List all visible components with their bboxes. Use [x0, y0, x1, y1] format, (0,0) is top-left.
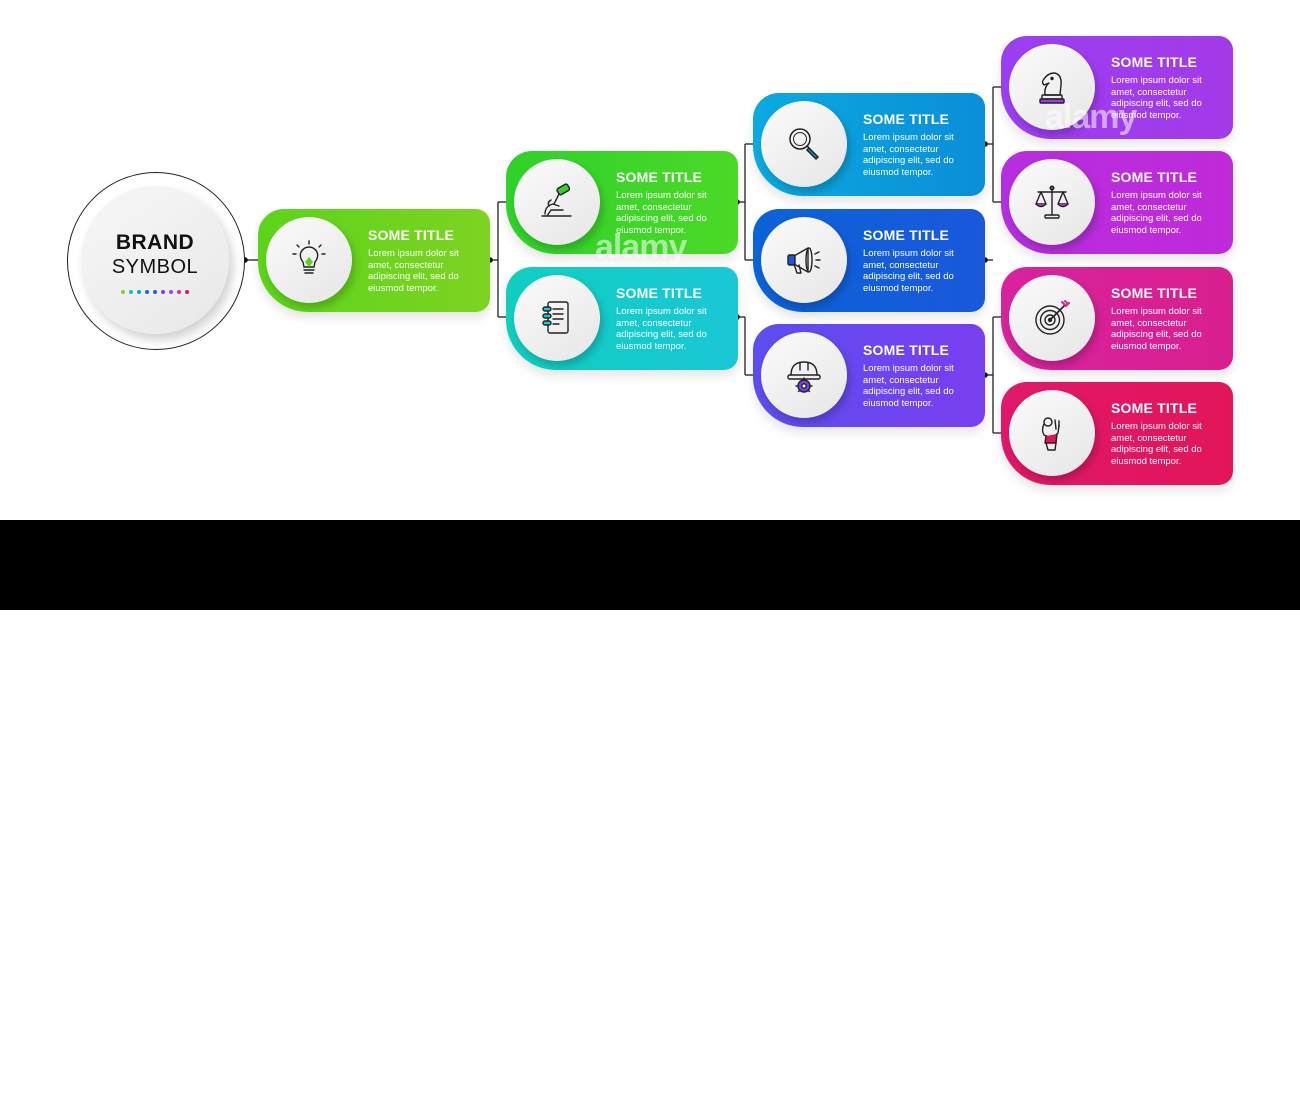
- node-text: Lorem ipsum dolor sit amet, consectetur …: [863, 363, 954, 409]
- scales-icon: [1035, 185, 1069, 219]
- icon-circle: [1009, 159, 1095, 245]
- infographic-canvas: BRAND SYMBOL SOME TITLE Lorem ipsum dolo…: [0, 0, 1300, 520]
- node-card-3: SOME TITLE Lorem ipsum dolor sit amet, c…: [506, 267, 738, 370]
- icon-circle: [266, 217, 352, 303]
- brand-dot: [137, 290, 141, 294]
- brand-dot: [121, 290, 125, 294]
- brand-dot: [161, 290, 165, 294]
- connector-lines: [242, 86, 1001, 434]
- footer-bar: alamy 2PF2RJ0 www.alamy.com: [0, 520, 1300, 1106]
- node-title: SOME TITLE: [616, 285, 702, 301]
- lightbulb-icon: [292, 240, 326, 274]
- node-text: Lorem ipsum dolor sit amet, consectetur …: [1111, 306, 1202, 352]
- node-title: SOME TITLE: [1111, 54, 1197, 70]
- node-text: Lorem ipsum dolor sit amet, consectetur …: [1111, 190, 1202, 236]
- icon-circle: [514, 275, 600, 361]
- node-text: Lorem ipsum dolor sit amet, consectetur …: [616, 306, 707, 352]
- brand-symbol: BRAND SYMBOL: [67, 172, 245, 350]
- brand-dot: [177, 290, 181, 294]
- microscope-icon: [541, 183, 572, 217]
- node-text: Lorem ipsum dolor sit amet, consectetur …: [863, 132, 954, 178]
- brand-dot: [169, 290, 173, 294]
- node-card-2: SOME TITLE Lorem ipsum dolor sit amet, c…: [506, 151, 738, 254]
- alamy-logo: alamy: [48, 1054, 172, 1106]
- site-url: www.alamy.com: [1125, 1086, 1248, 1103]
- brand-dot: [153, 290, 157, 294]
- notebook-icon: [542, 301, 569, 334]
- node-title: SOME TITLE: [863, 342, 949, 358]
- chess-knight-icon: [1039, 72, 1065, 104]
- watermark: alamy: [1045, 98, 1137, 136]
- node-text: Lorem ipsum dolor sit amet, consectetur …: [368, 248, 459, 294]
- icon-circle: [1009, 390, 1095, 476]
- node-title: SOME TITLE: [368, 227, 454, 243]
- node-title: SOME TITLE: [1111, 169, 1197, 185]
- node-text: Lorem ipsum dolor sit amet, consectetur …: [1111, 421, 1202, 467]
- watermark: alamy: [595, 228, 687, 266]
- node-card-5: SOME TITLE Lorem ipsum dolor sit amet, c…: [753, 209, 985, 312]
- node-card-8: SOME TITLE Lorem ipsum dolor sit amet, c…: [1001, 151, 1233, 254]
- node-text: Lorem ipsum dolor sit amet, consectetur …: [863, 248, 954, 294]
- magnifier-icon: [789, 128, 820, 161]
- node-card-6: SOME TITLE Lorem ipsum dolor sit amet, c…: [753, 324, 985, 427]
- node-title: SOME TITLE: [863, 111, 949, 127]
- brand-dot: [129, 290, 133, 294]
- brand-color-dots: [81, 290, 229, 294]
- icon-circle: [1009, 44, 1095, 130]
- brand-dot: [145, 290, 149, 294]
- icon-circle: [761, 101, 847, 187]
- node-card-7: SOME TITLE Lorem ipsum dolor sit amet, c…: [1001, 36, 1233, 139]
- node-title: SOME TITLE: [1111, 285, 1197, 301]
- node-card-4: SOME TITLE Lorem ipsum dolor sit amet, c…: [753, 93, 985, 196]
- ok-hand-icon: [1041, 417, 1060, 451]
- hardhat-gear-icon: [787, 361, 821, 393]
- node-card-10: SOME TITLE Lorem ipsum dolor sit amet, c…: [1001, 382, 1233, 485]
- icon-circle: [1009, 275, 1095, 361]
- node-title: SOME TITLE: [1111, 400, 1197, 416]
- node-text: Lorem ipsum dolor sit amet, consectetur …: [1111, 75, 1202, 121]
- brand-disc: BRAND SYMBOL: [81, 186, 229, 334]
- brand-subtitle: SYMBOL: [111, 256, 199, 278]
- icon-circle: [761, 217, 847, 303]
- node-title: SOME TITLE: [863, 227, 949, 243]
- image-code: 2PF2RJ0: [1185, 1064, 1248, 1081]
- brand-title: BRAND: [115, 231, 195, 254]
- brand-dot: [185, 290, 189, 294]
- icon-circle: [514, 159, 600, 245]
- node-card-9: SOME TITLE Lorem ipsum dolor sit amet, c…: [1001, 267, 1233, 370]
- node-text: Lorem ipsum dolor sit amet, consectetur …: [616, 190, 707, 236]
- megaphone-icon: [787, 247, 821, 274]
- node-card-1: SOME TITLE Lorem ipsum dolor sit amet, c…: [258, 209, 490, 312]
- target-icon: [1035, 300, 1070, 335]
- icon-circle: [761, 332, 847, 418]
- node-title: SOME TITLE: [616, 169, 702, 185]
